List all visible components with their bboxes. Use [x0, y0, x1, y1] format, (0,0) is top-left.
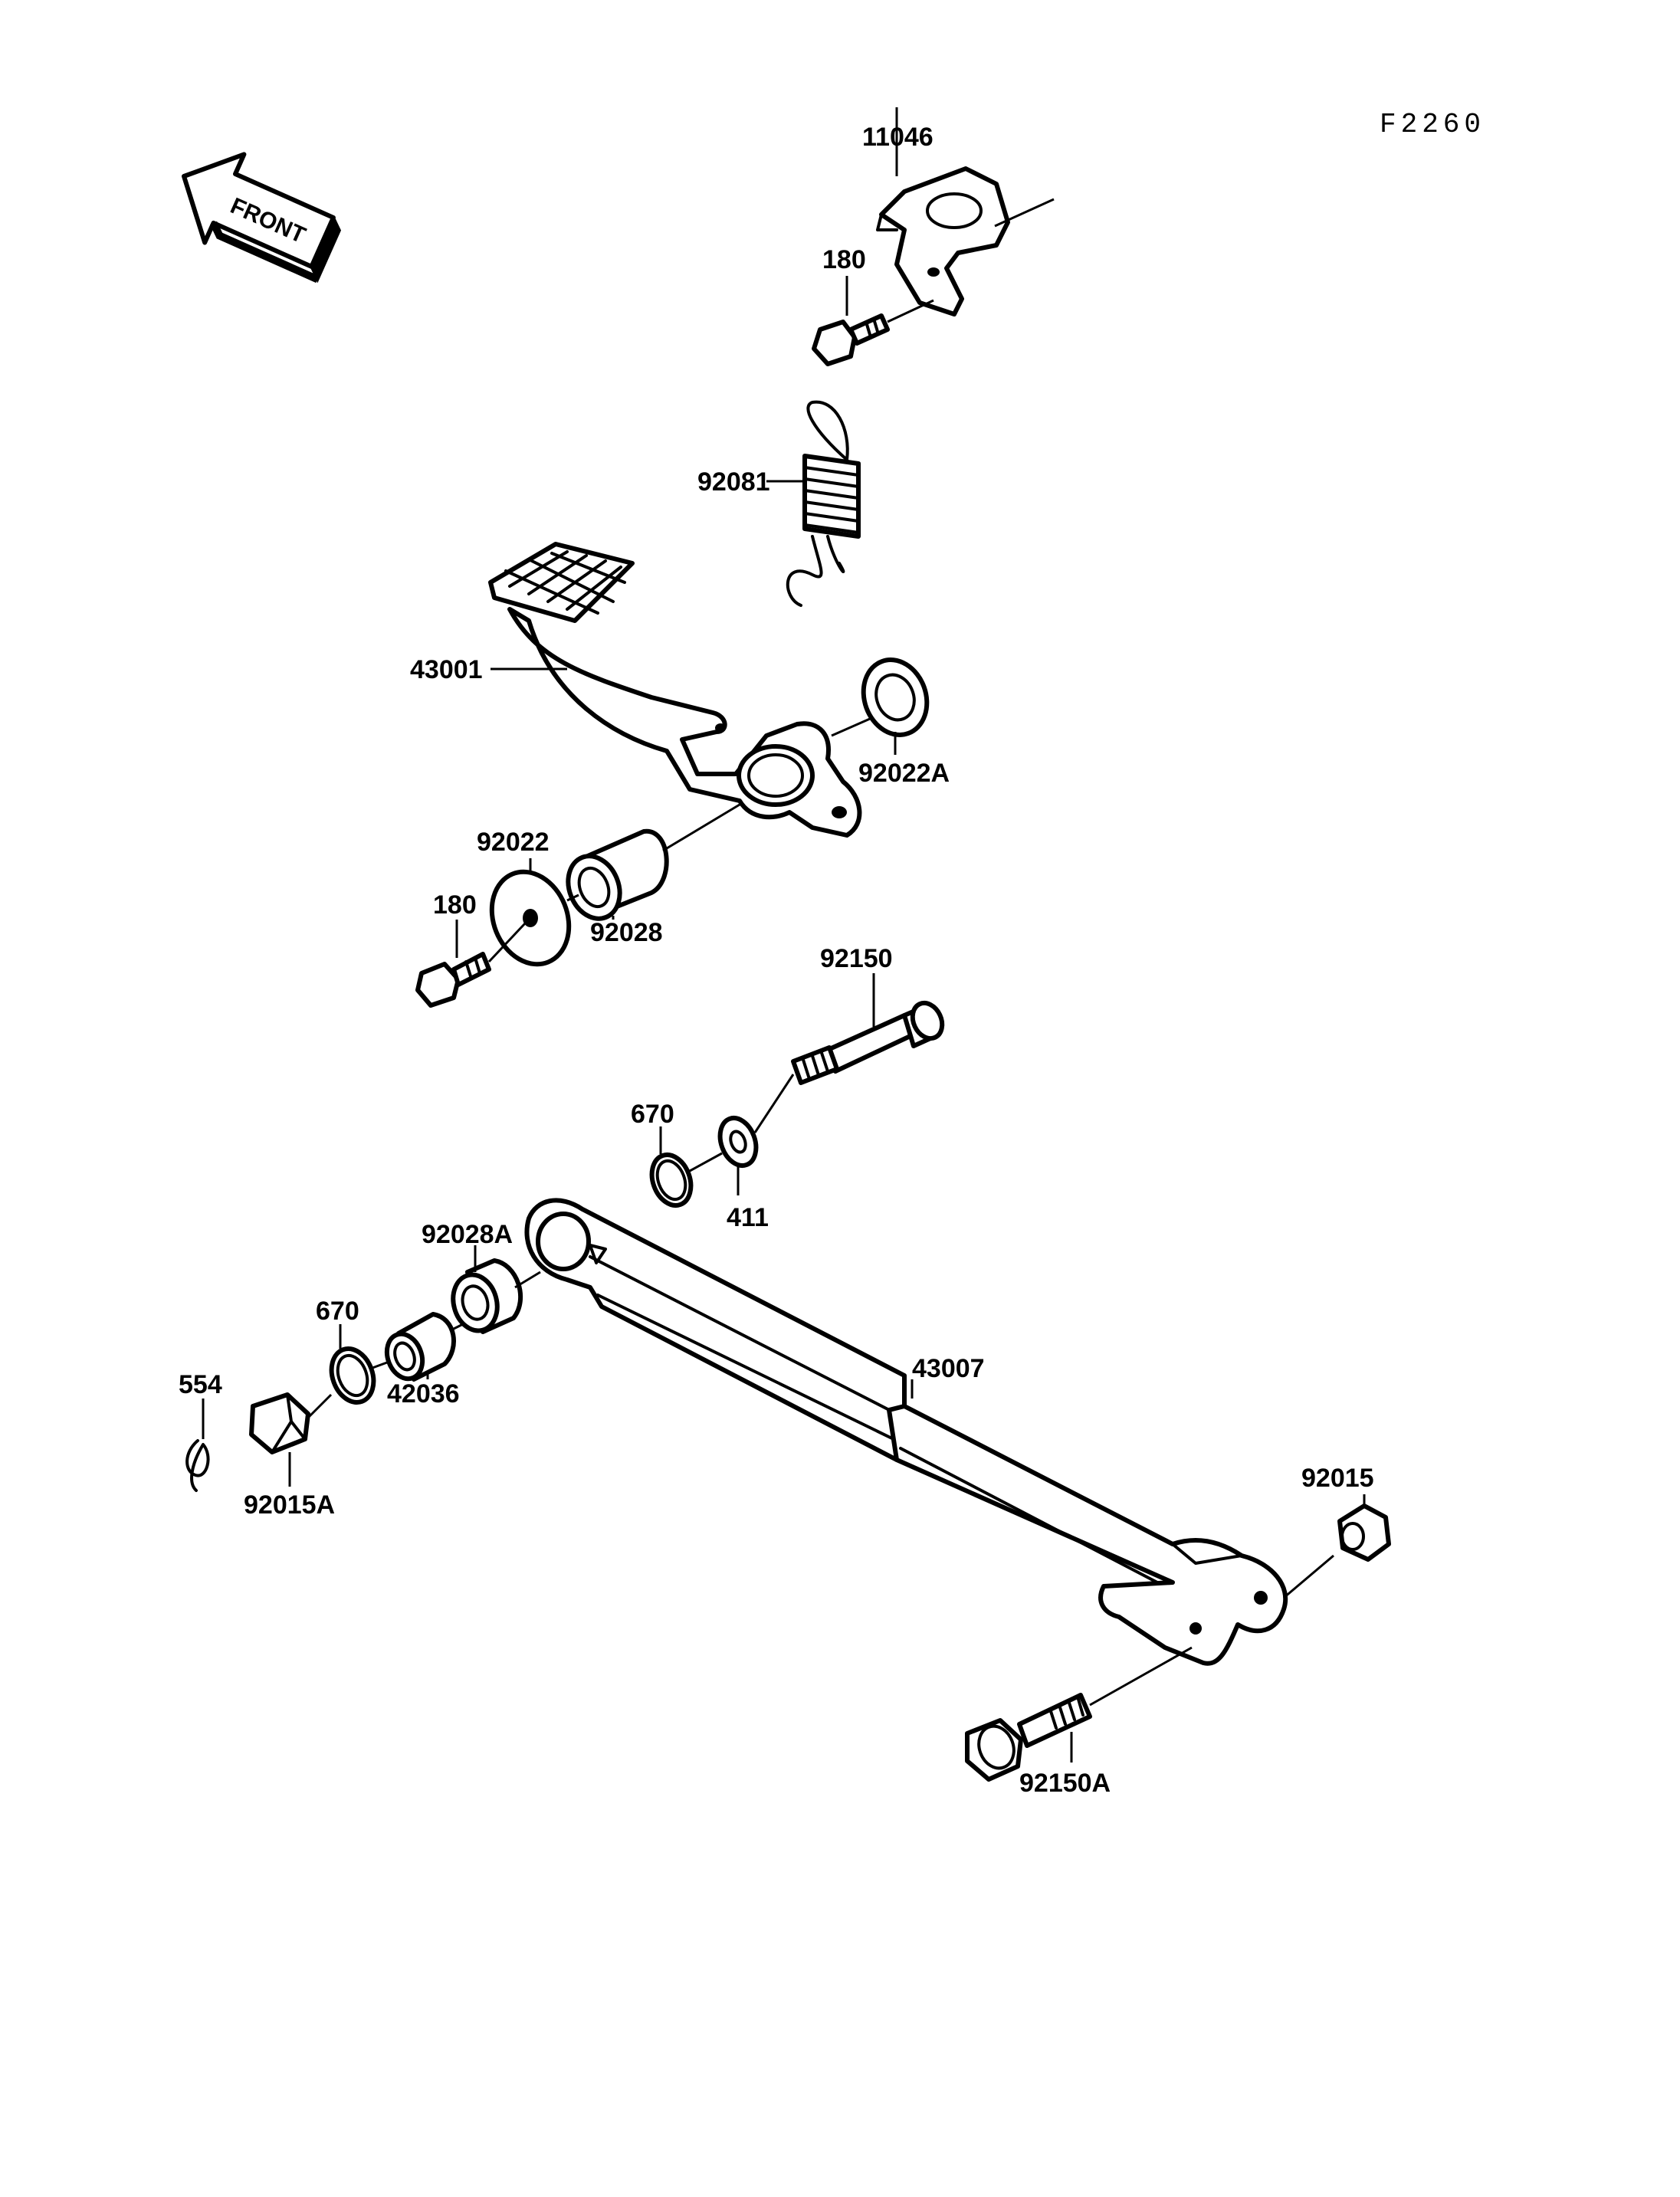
callout-92028: 92028: [590, 918, 663, 947]
callout-92015A: 92015A: [244, 1490, 335, 1520]
figure-code: F2260: [1380, 109, 1485, 140]
bolt-180-mid: [415, 952, 491, 1008]
washer-411: [717, 1116, 759, 1168]
ring-670-left: [329, 1346, 376, 1405]
callout-180-top: 180: [822, 245, 866, 274]
callout-92150: 92150: [820, 944, 893, 973]
bolt-180-top: [812, 313, 890, 366]
callout-92081: 92081: [697, 467, 770, 497]
callout-670-top: 670: [631, 1100, 674, 1129]
front-arrow-icon: FRONT: [182, 152, 342, 284]
callout-42036: 42036: [387, 1379, 460, 1408]
callout-92028A: 92028A: [422, 1220, 513, 1249]
callout-43001: 43001: [410, 655, 483, 684]
collar-42036: [384, 1312, 456, 1382]
pin-92150: [791, 1000, 945, 1085]
ring-670-top: [649, 1153, 694, 1208]
nut-92015: [1337, 1503, 1391, 1562]
callout-670-left: 670: [316, 1297, 359, 1326]
callout-92022A: 92022A: [858, 759, 950, 788]
brake-rod-43007: [524, 1198, 1288, 1666]
bolt-92150A: [965, 1693, 1092, 1782]
bracket-11046: [876, 166, 1010, 316]
callout-43007: 43007: [912, 1354, 985, 1383]
clip-554: [185, 1439, 210, 1492]
callout-411: 411: [727, 1203, 769, 1232]
callout-92150A: 92150A: [1019, 1769, 1111, 1798]
callout-11046: 11046: [862, 123, 934, 152]
callout-180-mid: 180: [433, 890, 477, 920]
brake-pedal-43001: [488, 542, 862, 838]
collar-92028: [566, 828, 669, 921]
spring-92081: [786, 400, 861, 607]
callout-92015: 92015: [1301, 1464, 1374, 1493]
nut-92015A: [249, 1392, 310, 1454]
collar-92028A: [451, 1258, 523, 1334]
callout-92022: 92022: [477, 828, 550, 857]
washer-92022: [489, 869, 572, 967]
callout-554: 554: [179, 1370, 222, 1399]
washer-92022A: [861, 657, 930, 737]
